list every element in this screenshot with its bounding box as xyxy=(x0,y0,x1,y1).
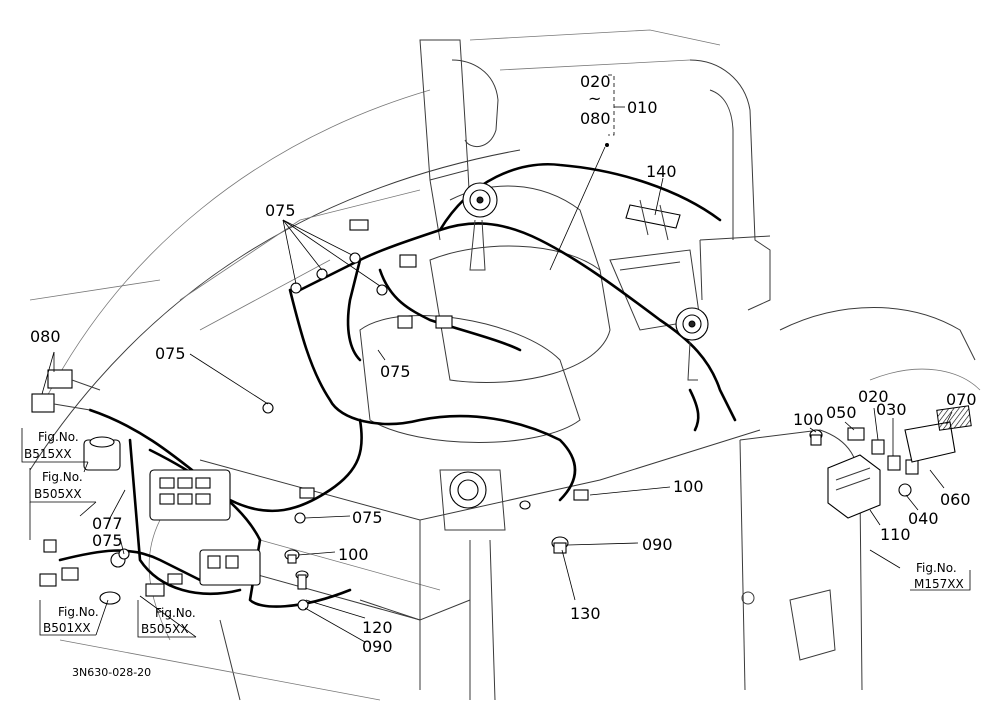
horn-right xyxy=(675,307,709,381)
callout-060: 060 xyxy=(940,490,971,509)
callout-090-a: 090 xyxy=(642,535,673,554)
buzzer xyxy=(83,436,121,471)
tractor-outline xyxy=(29,29,981,701)
callout-090-b: 090 xyxy=(362,637,393,656)
fig-ref-m157-line2: M157XX xyxy=(914,577,964,591)
bolts xyxy=(284,429,912,611)
wire-harness xyxy=(58,162,737,608)
callout-020-top: 020 xyxy=(580,72,611,91)
controller-assembly xyxy=(827,405,972,519)
callout-100-b: 100 xyxy=(673,477,704,496)
fig-ref-b505-top-line1: Fig.No. xyxy=(42,470,83,484)
fig-ref-b505-bot-line1: Fig.No. xyxy=(155,606,196,620)
callout-080-left: 080 xyxy=(30,327,61,346)
connector-140 xyxy=(625,199,681,241)
fuse-box xyxy=(149,469,231,521)
callout-100-a: 100 xyxy=(338,545,369,564)
callout-070: 070 xyxy=(946,390,977,409)
fig-ref-m157-line1: Fig.No. xyxy=(916,561,957,575)
connectors-harness xyxy=(299,219,589,501)
parts xyxy=(31,182,972,611)
callout-110: 110 xyxy=(880,525,911,544)
callout-130: 130 xyxy=(570,604,601,623)
callout-030: 030 xyxy=(876,400,907,419)
callout-075-e: 075 xyxy=(352,508,383,527)
fig-ref-b515-line2: B515XX xyxy=(24,447,72,461)
callout-075-b: 075 xyxy=(155,344,186,363)
callout-labels: 020 ~ 080 010 140 075 080 075 075 077 07… xyxy=(30,72,977,656)
callout-010: 010 xyxy=(627,98,658,117)
callout-tilde: ~ xyxy=(588,89,601,108)
callout-040: 040 xyxy=(908,509,939,528)
connectors-080-left xyxy=(31,369,101,413)
fig-ref-b501-line2: B501XX xyxy=(43,621,91,635)
fig-ref-b505-bot-line2: B505XX xyxy=(141,622,189,636)
leader-lines xyxy=(21,74,971,643)
fig-ref-b501-line1: Fig.No. xyxy=(58,605,99,619)
figure-references: Fig.No. B515XX Fig.No. B505XX Fig.No. B5… xyxy=(24,430,964,636)
horn-left xyxy=(462,182,498,271)
fig-ref-b515-line1: Fig.No. xyxy=(38,430,79,444)
callout-075-a: 075 xyxy=(265,201,296,220)
fig-ref-b505-top-line2: B505XX xyxy=(34,487,82,501)
relay-block xyxy=(199,549,261,586)
clamps-075 xyxy=(118,252,388,560)
drawing-code: 3N630-028-20 xyxy=(72,666,151,679)
callout-100-c: 100 xyxy=(793,410,824,429)
center-assembly xyxy=(439,469,506,531)
callout-020-right: 020 xyxy=(858,387,889,406)
callout-080-top: 080 xyxy=(580,109,611,128)
callout-120: 120 xyxy=(362,618,393,637)
callout-050: 050 xyxy=(826,403,857,422)
callout-075-d: 075 xyxy=(92,531,123,550)
callout-075-c: 075 xyxy=(380,362,411,381)
callout-140: 140 xyxy=(646,162,677,181)
connectors-lower-left xyxy=(39,539,183,605)
callout-077: 077 xyxy=(92,514,123,533)
